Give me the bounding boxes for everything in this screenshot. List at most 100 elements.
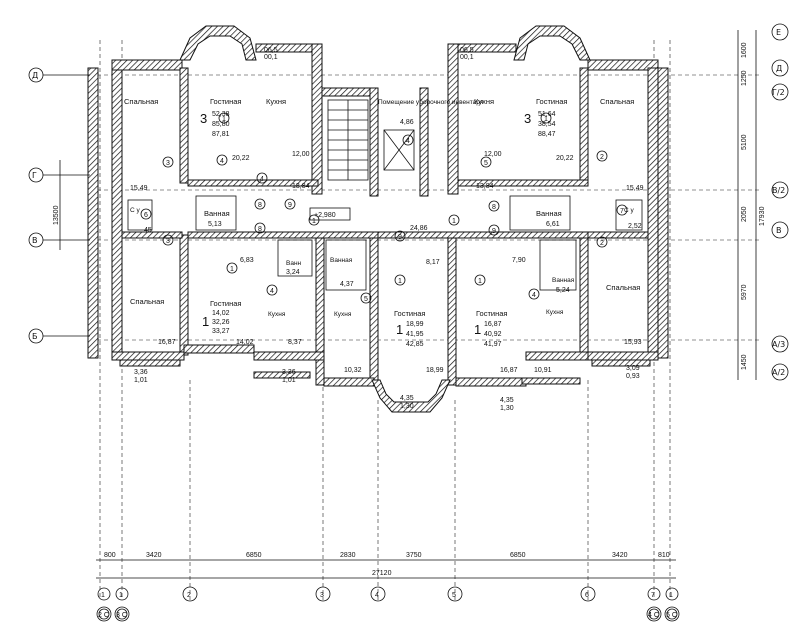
svg-text:24,86: 24,86 — [410, 225, 428, 232]
svg-text:20,22: 20,22 — [232, 155, 250, 162]
area-value: 14,02 — [212, 310, 230, 317]
room-label: Спальная — [600, 97, 634, 106]
svg-text:2: 2 — [600, 154, 604, 161]
svg-text:1: 1 — [452, 218, 456, 225]
svg-text:8,17: 8,17 — [426, 259, 440, 266]
area-value: 87,81 — [212, 131, 230, 138]
svg-text:1,30: 1,30 — [400, 403, 414, 410]
area-value: 41,95 — [406, 331, 424, 338]
svg-text:8: 8 — [258, 202, 262, 209]
svg-text:3420: 3420 — [612, 552, 628, 559]
svg-text:1: 1 — [222, 116, 226, 123]
svg-text:4: 4 — [220, 158, 224, 165]
svg-text:Д: Д — [32, 71, 38, 80]
room-label: Спальная — [124, 97, 158, 106]
svg-text:6850: 6850 — [510, 552, 526, 559]
area-value: 42,85 — [406, 341, 424, 348]
svg-text:2,52: 2,52 — [628, 223, 642, 230]
svg-text:2 С: 2 С — [98, 612, 109, 619]
room-label: Гостиная — [210, 299, 241, 308]
svg-text:4 С: 4 С — [648, 612, 659, 619]
svg-text:3,36: 3,36 — [134, 369, 148, 376]
svg-text:1,01: 1,01 — [282, 377, 296, 384]
room-label: С у — [130, 207, 141, 214]
svg-text:6: 6 — [585, 592, 589, 599]
svg-text:4: 4 — [260, 176, 264, 183]
svg-text:1450: 1450 — [741, 354, 748, 370]
area-value: 38,54 — [538, 121, 556, 128]
svg-text:4: 4 — [406, 138, 410, 145]
svg-text:06,5: 06,5 — [264, 47, 278, 54]
svg-text:13,84: 13,84 — [292, 183, 310, 190]
svg-text:12,00: 12,00 — [292, 151, 310, 158]
svg-text:3,09: 3,09 — [626, 365, 640, 372]
bath-fixtures — [127, 195, 643, 291]
svg-text:5: 5 — [452, 592, 456, 599]
svg-text:1: 1 — [101, 592, 105, 599]
room-label: Кухня — [334, 311, 352, 318]
svg-text:1: 1 — [544, 116, 548, 123]
svg-text:9: 9 — [492, 228, 496, 235]
svg-text:А/2: А/2 — [772, 368, 785, 377]
svg-text:00,1: 00,1 — [460, 54, 474, 61]
room-count: 3 — [524, 111, 531, 126]
area-value: 4,37 — [340, 281, 354, 288]
svg-text:1600: 1600 — [741, 42, 748, 58]
svg-text:5100: 5100 — [741, 134, 748, 150]
svg-text:1: 1 — [312, 218, 316, 225]
svg-text:5: 5 — [364, 296, 368, 303]
svg-text:Г: Г — [32, 171, 37, 180]
area-value: 32,26 — [212, 319, 230, 326]
svg-text:1: 1 — [478, 278, 482, 285]
left-axis: Д Г В Б 13500 — [28, 67, 90, 344]
svg-text:+2,980: +2,980 — [314, 212, 336, 219]
room-label: Гостиная — [394, 309, 425, 318]
svg-text:8: 8 — [492, 204, 496, 211]
svg-text:1,01: 1,01 — [134, 377, 148, 384]
svg-text:2: 2 — [600, 240, 604, 247]
svg-text:2: 2 — [187, 592, 191, 599]
svg-text:06,5: 06,5 — [460, 47, 474, 54]
svg-text:7,90: 7,90 — [512, 257, 526, 264]
svg-text:6850: 6850 — [246, 552, 262, 559]
svg-text:В: В — [776, 226, 782, 235]
svg-text:1: 1 — [669, 592, 673, 599]
room-label: Спальная — [130, 297, 164, 306]
room-label: Кухня — [266, 97, 286, 106]
area-value: 5,13 — [208, 221, 222, 228]
svg-text:14,02: 14,02 — [236, 339, 254, 346]
svg-text:8,37: 8,37 — [288, 339, 302, 346]
svg-text:13,84: 13,84 — [476, 183, 494, 190]
area-value: 16,87 — [484, 321, 502, 328]
svg-text:В: В — [32, 236, 38, 245]
svg-text:810: 810 — [658, 552, 670, 559]
room-label: Ванная — [536, 209, 562, 218]
svg-text:4,35: 4,35 — [500, 397, 514, 404]
svg-text:15,49: 15,49 — [626, 185, 644, 192]
svg-text:6,83: 6,83 — [240, 257, 254, 264]
svg-text:10,91: 10,91 — [534, 367, 552, 374]
staircase — [327, 99, 415, 181]
svg-text:3750: 3750 — [406, 552, 422, 559]
room-label: Спальная — [606, 283, 640, 292]
room-label: Кухня — [546, 309, 564, 316]
svg-text:10,32: 10,32 — [344, 367, 362, 374]
svg-text:16,87: 16,87 — [500, 367, 518, 374]
svg-text:1: 1 — [398, 278, 402, 285]
svg-text:В/2: В/2 — [772, 186, 785, 195]
room-label: Ванная — [552, 277, 575, 284]
svg-text:1,30: 1,30 — [500, 405, 514, 412]
svg-text:15,49: 15,49 — [130, 185, 148, 192]
svg-text:20,22: 20,22 — [556, 155, 574, 162]
door-markers: 1 3 3 6 8 8 4 9 4 1 9 1 4 8 9 5 1 2 2 7 … — [140, 112, 628, 304]
svg-text:2830: 2830 — [340, 552, 356, 559]
area-value: 51,64 — [538, 111, 556, 118]
svg-text:9: 9 — [288, 202, 292, 209]
bottom-dimensions: 800 3420 6850 2830 3750 6850 3420 810 27… — [96, 552, 676, 579]
room-count: 1 — [396, 322, 403, 337]
svg-text:7: 7 — [620, 208, 624, 215]
svg-text:27120: 27120 — [372, 570, 392, 577]
room-count: 3 — [200, 111, 207, 126]
svg-text:5: 5 — [484, 160, 488, 167]
svg-text:4: 4 — [532, 292, 536, 299]
